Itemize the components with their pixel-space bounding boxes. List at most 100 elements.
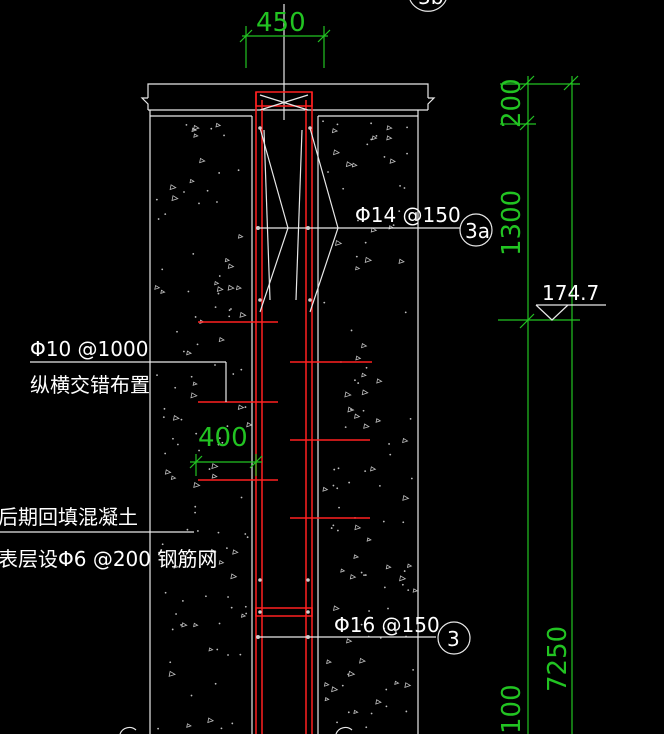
hatch-mark — [361, 389, 369, 396]
hatch-mark — [190, 694, 193, 697]
hatch-mark — [403, 187, 406, 189]
rebar-16-callout: Φ16 @150 3 — [256, 613, 471, 655]
hatch-mark — [227, 284, 235, 291]
hatch-mark — [351, 162, 358, 168]
hatch-mark — [333, 468, 336, 471]
hatch-mark — [217, 292, 220, 295]
hatch-mark — [218, 622, 221, 625]
hatch-mark — [360, 571, 363, 574]
hatch-mark — [365, 726, 368, 729]
mesh-note-label: 表层设Φ6 @200 钢筋网 — [0, 547, 217, 571]
hatch-mark — [211, 463, 219, 470]
hatch-mark — [181, 600, 184, 602]
hatch-mark — [370, 138, 373, 141]
hatch-mark — [347, 711, 350, 714]
hatch-mark — [355, 266, 361, 271]
top-width-dimension: 450 — [239, 8, 331, 68]
hatch-mark — [192, 252, 195, 255]
hatch-mark — [344, 426, 347, 429]
hatch-mark — [244, 533, 247, 535]
hatch-mark — [404, 311, 407, 314]
hatch-mark — [237, 234, 244, 239]
hatch-mark — [216, 201, 218, 203]
hatch-mark — [193, 622, 199, 628]
hatch-mark — [368, 610, 370, 612]
hatch-mark — [402, 437, 409, 444]
hatch-mark — [378, 484, 381, 487]
hatch-mark — [409, 417, 412, 420]
hatch-mark — [206, 189, 209, 192]
hatch-mark — [354, 379, 356, 382]
hatch-mark — [193, 481, 201, 489]
hatch-mark — [174, 386, 177, 389]
hatch-mark — [176, 330, 178, 333]
elevation-marker: 174.7 — [535, 281, 606, 321]
hatch-mark — [172, 415, 180, 421]
hatch-mark — [246, 421, 253, 428]
hatch-mark — [157, 218, 160, 220]
top-width-label: 450 — [256, 8, 306, 38]
backfill-label: 后期回填混凝土 — [0, 505, 138, 529]
hatch-mark — [360, 623, 363, 626]
hatch-mark — [193, 133, 199, 138]
hatch-mark — [182, 350, 185, 353]
hatch-mark — [231, 722, 234, 725]
hatch-mark — [355, 255, 358, 258]
concrete-hatch-left — [154, 122, 253, 730]
hatch-mark — [394, 680, 400, 686]
dim-200-label: 200 — [497, 78, 527, 128]
hatch-mark — [194, 316, 197, 318]
hatch-mark — [382, 520, 385, 523]
hatch-mark — [366, 143, 369, 146]
hatch-mark — [323, 301, 326, 304]
hatch-mark — [187, 290, 190, 293]
hatch-mark — [341, 684, 344, 687]
hatch-mark — [366, 537, 372, 542]
hatch-mark — [216, 286, 224, 292]
hatch-mark — [186, 350, 193, 356]
hatch-mark — [383, 586, 386, 589]
hatch-mark — [214, 364, 216, 366]
dim-bottom-partial-label: 100 — [497, 684, 527, 734]
hatch-mark — [218, 337, 225, 343]
hatch-mark — [190, 375, 193, 378]
hatch-mark — [162, 416, 165, 419]
hatch-mark — [240, 613, 247, 618]
hatch-mark — [371, 135, 378, 141]
hatch-mark — [235, 285, 242, 291]
hatch-mark — [198, 202, 200, 205]
hatch-mark — [244, 406, 247, 408]
hatch-mark — [168, 670, 176, 677]
hatch-mark — [155, 198, 158, 201]
hatch-mark — [332, 524, 335, 527]
hatch-mark — [336, 123, 339, 126]
rebar-14-callout: Φ14 @150 3a — [256, 203, 493, 247]
hatch-mark — [332, 149, 341, 156]
hatch-mark — [349, 574, 357, 580]
hatch-mark — [180, 418, 183, 421]
hatch-mark — [220, 727, 223, 730]
hatch-mark — [344, 391, 352, 398]
hatch-mark — [342, 187, 345, 190]
rebar-10-note: Φ10 @1000 纵横交错布置 — [30, 337, 227, 402]
hatch-mark — [364, 241, 367, 244]
hatch-mark — [392, 224, 395, 227]
hatch-mark — [410, 477, 413, 480]
hatch-mark — [405, 710, 408, 713]
hatch-mark — [169, 661, 172, 664]
hatch-mark — [353, 413, 361, 419]
hatch-mark — [210, 127, 213, 130]
hatch-mark — [205, 595, 207, 598]
hatch-mark — [333, 605, 340, 612]
hatch-mark — [361, 343, 368, 349]
hatch-mark — [370, 122, 373, 125]
hatch-mark — [171, 195, 179, 202]
wall-outline — [149, 110, 419, 734]
hatch-mark — [193, 124, 200, 131]
hatch-mark — [237, 169, 240, 172]
hatch-mark — [194, 505, 197, 508]
hatch-mark — [363, 574, 365, 577]
dowel-bars — [198, 321, 372, 519]
hatch-mark — [357, 219, 359, 222]
hatch-mark — [198, 449, 200, 452]
